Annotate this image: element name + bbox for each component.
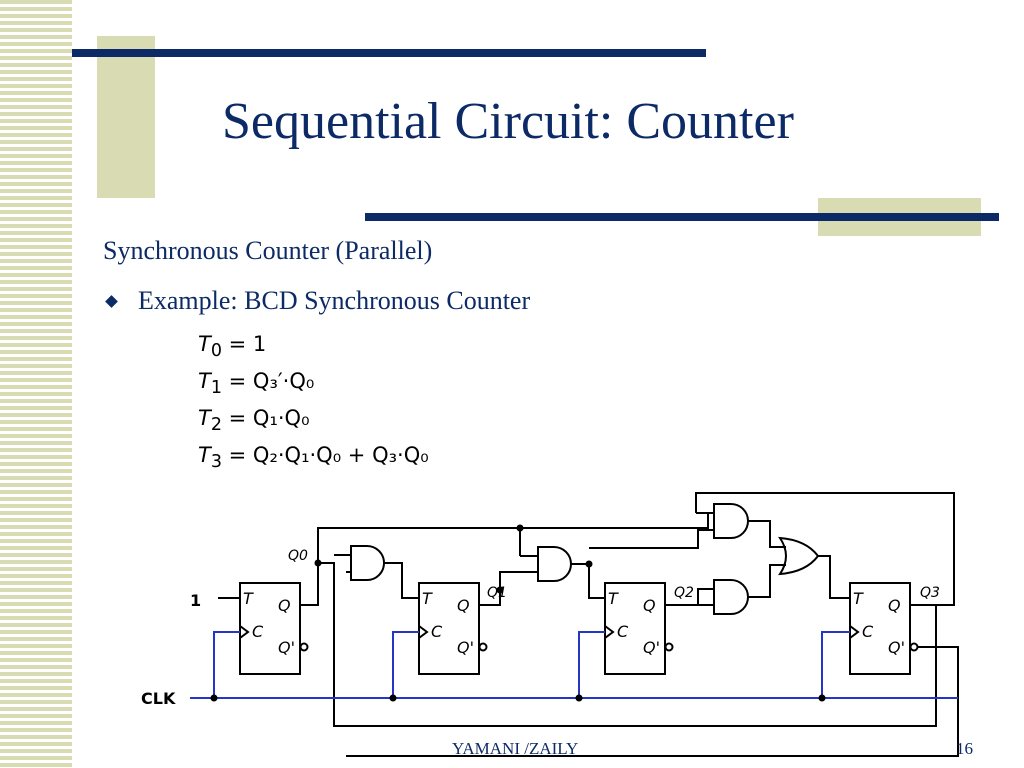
- flip-flop-1: [418, 582, 480, 675]
- equation-t0: T0 = 1: [198, 332, 267, 362]
- ff3-pin-qn: Q': [888, 638, 905, 657]
- ff0-pin-qn: Q': [278, 638, 295, 657]
- ff1-pin-qn: Q': [457, 638, 474, 657]
- equation-t3: T3 = Q₂·Q₁·Q₀ + Q₃·Q₀: [198, 443, 429, 473]
- decor-bar-bottom: [365, 213, 999, 221]
- ff0-pin-t: T: [243, 589, 254, 608]
- ff1-pin-t: T: [422, 589, 433, 608]
- ff2-pin-qn: Q': [643, 638, 660, 657]
- ff3-pin-c: C: [862, 622, 874, 641]
- label-q1: Q1: [487, 585, 507, 601]
- ff0-pin-q: Q: [278, 596, 291, 615]
- label-clock: CLK: [141, 689, 176, 708]
- flip-flop-2: [604, 582, 666, 675]
- ff2-pin-c: C: [617, 622, 629, 641]
- ff3-pin-t: T: [853, 589, 864, 608]
- flip-flop-3: [849, 582, 911, 675]
- decor-bar-top: [72, 49, 706, 57]
- equation-t2: T2 = Q₁·Q₀: [198, 406, 310, 436]
- decorative-stripes: [0, 0, 72, 768]
- and-gate-t1: [350, 545, 385, 581]
- label-q3: Q3: [920, 585, 940, 601]
- ff3-pin-q: Q: [888, 596, 901, 615]
- decor-block-left: [97, 36, 155, 198]
- label-input-one: 1: [190, 591, 201, 610]
- or-gate-t3: [778, 536, 820, 576]
- and-gate-q3q0: [713, 579, 749, 615]
- ff2-pin-q: Q: [643, 596, 656, 615]
- equation-t1: T1 = Q₃′·Q₀: [198, 369, 315, 399]
- subtitle: Synchronous Counter (Parallel): [103, 236, 433, 265]
- page-title: Sequential Circuit: Counter: [222, 93, 794, 150]
- ff1-pin-q: Q: [457, 596, 470, 615]
- ff2-pin-t: T: [608, 589, 619, 608]
- label-q2: Q2: [674, 585, 694, 601]
- bullet-item: Example: BCD Synchronous Counter: [105, 286, 530, 316]
- ff1-pin-c: C: [431, 622, 443, 641]
- label-q0: Q0: [288, 548, 308, 564]
- equations: T0 = 1 T1 = Q₃′·Q₀ T2 = Q₁·Q₀ T3 = Q₂·Q₁…: [198, 326, 429, 474]
- and-gate-q2q1q0: [713, 503, 749, 539]
- flip-flop-0: [239, 582, 301, 675]
- footer-author: YAMANI /ZAILY: [452, 739, 579, 758]
- bullet-text: Example: BCD Synchronous Counter: [138, 286, 531, 315]
- and-gate-t2: [537, 546, 572, 582]
- page-number: 16: [956, 739, 973, 758]
- ff0-pin-c: C: [252, 622, 264, 641]
